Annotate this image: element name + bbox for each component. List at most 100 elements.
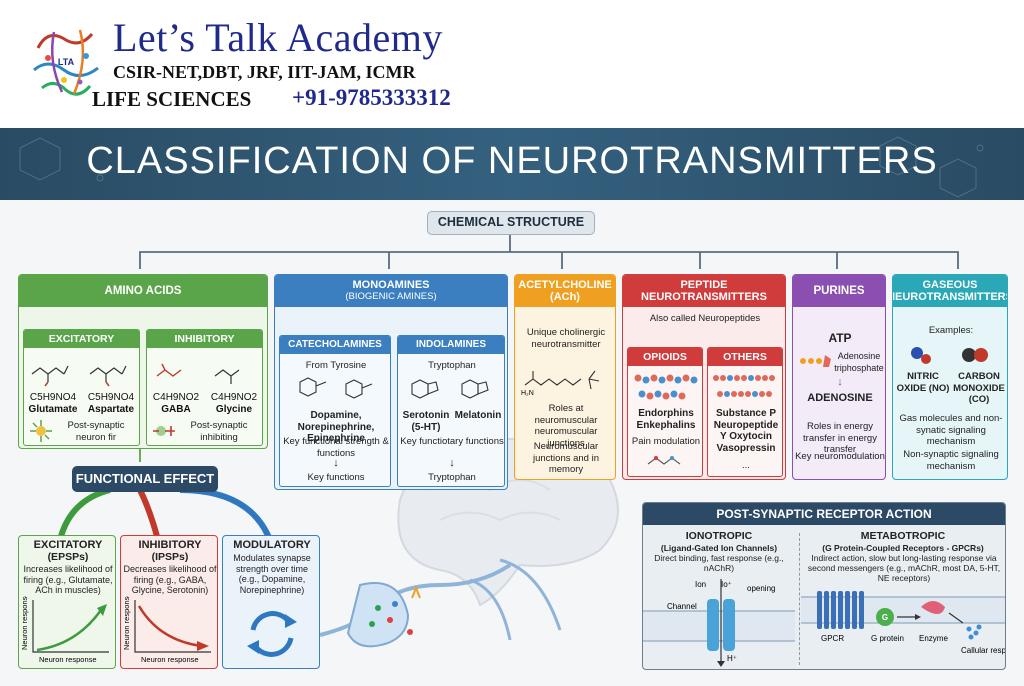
inhibitory-amino-box: INHIBITORY C4H9NO2 GABA C4H9NO2 Glycine …: [146, 329, 263, 446]
indolamines-title: INDOLAMINES: [398, 336, 504, 354]
inhibitory-amino-note: Post-synaptic inhibiting: [190, 420, 248, 443]
excitatory-effect-sub: (EPSPs): [47, 551, 89, 563]
catecholamines-box: CATECHOLAMINES From Tyrosine Dopamine, N…: [279, 335, 391, 487]
gaba-name: GABA: [161, 404, 191, 415]
header: [0, 0, 1024, 128]
indolamines-desc: Key functiotary functions: [400, 436, 504, 447]
others-box: OTHERS Substance P Neuropeptide Y Oxytoc…: [707, 347, 783, 477]
svg-text:Callular response: Callular response: [961, 646, 1005, 655]
acetylcholine-structure-icon: H₂N: [521, 370, 600, 397]
inhibitory-effect-title: INHIBITORY: [138, 539, 202, 551]
nitric-oxide-label: NITRIC OXIDE (NO): [896, 371, 950, 394]
purines-roles: Roles in energy transfer in energy trans…: [803, 421, 877, 455]
opioids-names: Endorphins Enkephalins: [636, 408, 696, 431]
gaseous-desc2: Non-synaptic signaling mechanism: [903, 449, 999, 472]
inhibitory-effect-desc: Decreases likelihood of firing (e.g., GA…: [123, 564, 217, 595]
svg-text:G protein: G protein: [871, 634, 904, 643]
catecholamine-structure-icon: [299, 377, 373, 399]
functional-effect-node: FUNCTIONAL EFFECT: [72, 466, 218, 492]
gaseous-desc: Gas molecules and non-synatic signaling …: [899, 413, 1003, 447]
brand-phone: +91-9785333312: [292, 85, 451, 110]
ionotropic-title: IONOTROPIC: [685, 530, 753, 542]
page-title: CLASSIFICATION OF NEUROTRANSMITTERS: [86, 140, 938, 182]
academy-logo: LTA: [28, 22, 104, 102]
down-arrow-icon: ↓: [333, 457, 339, 469]
opioids-title: OPIOIDS: [628, 348, 702, 366]
peptide-chain-icon: [713, 375, 775, 397]
inhibitory-effect-box: INHIBITORY (IPSPs) Decreases likelihood …: [120, 535, 218, 669]
acetylcholine-box: ACETYLCHOLINE (ACh) Unique cholinergic n…: [514, 274, 616, 480]
acetylcholine-desc: Unique cholinergic neurotransmitter: [526, 327, 606, 350]
atp-label: ATP: [828, 331, 852, 345]
ion-channel-illustration: Ion Io⁺ opening Channel H⁺: [643, 579, 795, 667]
indolamines-bottom: Tryptophan: [428, 472, 476, 483]
ionotropic-desc: Direct binding, fast response (e.g., nAC…: [654, 553, 784, 573]
svg-text:Neuron response: Neuron response: [20, 596, 29, 650]
amino-acids-box: AMINO ACIDS EXCITATORY C5H9NO4 Glutamate…: [18, 274, 268, 449]
acetylcholine-junctions: Neuromuscular junctions and in memory: [532, 441, 600, 475]
serotonin-name: Serotonin (5-HT): [402, 410, 450, 433]
gaba-structure-icon: [156, 363, 240, 384]
amino-acids-title: AMINO ACIDS: [19, 275, 267, 307]
glutamate-name: Glutamate: [28, 404, 78, 415]
acetylcholine-title: ACETYLCHOLINE (ACh): [515, 275, 615, 307]
catecholamines-title: CATECHOLAMINES: [280, 336, 390, 354]
svg-text:Neuron response: Neuron response: [122, 596, 131, 650]
neuron-inhibit-icon: [153, 426, 175, 436]
ionotropic-sub: (Ligand-Gated Ion Channels): [660, 543, 778, 553]
purines-box: PURINES ATP Adenosine triphosphate ↓ ADE…: [792, 274, 886, 480]
others-title: OTHERS: [708, 348, 782, 366]
metabotropic-title: METABOTROPIC: [860, 530, 946, 542]
metabotropic-sub: (G Protein-Coupled Receptors - GPCRs): [822, 543, 984, 553]
aspartate-name: Aspartate: [87, 404, 135, 415]
excitatory-effect-box: EXCITATORY (EPSPs) Increases likelihood …: [18, 535, 116, 669]
neuron-firing-icon: [30, 420, 52, 442]
peptide-box: PEPTIDE NEUROTRANSMITTERS Also called Ne…: [622, 274, 786, 480]
excitatory-amino-note: Post-synaptic neuron fir: [67, 420, 125, 443]
receptor-action-title: POST-SYNAPTIC RECEPTOR ACTION: [643, 503, 1005, 525]
glutamate-formula: C5H9NO4: [29, 392, 77, 403]
monoamines-label: MONOAMINES: [352, 279, 430, 291]
atp-molecule-icon: [800, 355, 831, 367]
peptide-chain-icon: [634, 374, 698, 400]
panel-divider: [799, 533, 800, 665]
svg-text:Ion: Ion: [695, 580, 706, 589]
monoamines-subtitle: (BIOGENIC AMINES): [345, 291, 437, 302]
svg-text:H₂N: H₂N: [521, 390, 534, 397]
acetylcholine-abbr: (ACh): [550, 291, 580, 303]
opioids-box: OPIOIDS Endorphins Enkephalins Pain modu…: [627, 347, 703, 477]
excitatory-response-graph: Neuron response Neuron response: [20, 596, 109, 664]
gas-molecules-icon: [911, 347, 988, 364]
gpcr-illustration: G GPCR G protein Enzyme Callular respons…: [801, 591, 1005, 655]
modulatory-effect-desc: Modulates synapse strength over time (e.…: [233, 553, 311, 595]
synapse-illustration: [346, 582, 421, 648]
glutamate-structure-icon: [31, 365, 127, 387]
svg-text:Enzyme: Enzyme: [919, 634, 948, 643]
acetylcholine-label: ACETYLCHOLINE: [518, 279, 612, 291]
brand-subject: LIFE SCIENCES: [92, 87, 252, 111]
others-names: Substance P Neuropeptide Y Oxytocin Vaso…: [713, 408, 779, 454]
others-more: ...: [742, 460, 750, 471]
monoamines-box: MONOAMINES (BIOGENIC AMINES) CATECHOLAMI…: [274, 274, 508, 490]
carbon-monoxide-label: CARBON MONOXIDE (CO): [953, 371, 1005, 405]
svg-text:Neuron response: Neuron response: [39, 655, 97, 664]
indolamine-structure-icon: [411, 379, 489, 399]
metabotropic-desc: Indirect action, slow but long-lasting r…: [807, 553, 1001, 583]
inhibitory-amino-title: INHIBITORY: [147, 330, 262, 348]
catecholamines-names: Dopamine, Norepinephrine, Epinephrine: [297, 410, 375, 444]
svg-text:Channel: Channel: [667, 602, 697, 611]
gaseous-box: GASEOUS NEUROTRANSMITTERS Examples: NITR…: [892, 274, 1008, 480]
monoamines-title: MONOAMINES (BIOGENIC AMINES): [275, 275, 507, 307]
svg-text:opening: opening: [747, 584, 775, 593]
peptide-also: Also called Neuropeptides: [649, 313, 761, 324]
gaseous-examples: Examples:: [928, 325, 974, 336]
brand-exams: CSIR-NET,DBT, JRF, IIT-JAM, ICMR: [113, 62, 416, 82]
down-arrow-icon: ↓: [837, 376, 843, 388]
purines-key: Key neuromodulation: [795, 451, 885, 462]
excitatory-amino-box: EXCITATORY C5H9NO4 Glutamate C5H9NO4 Asp…: [23, 329, 140, 446]
glycine-name: Glycine: [215, 404, 253, 415]
down-arrow-icon: ↓: [449, 457, 455, 469]
purines-title: PURINES: [793, 275, 885, 307]
catecholamines-from: From Tyrosine: [305, 360, 367, 371]
brand-title: Let’s Talk Academy: [113, 15, 443, 60]
